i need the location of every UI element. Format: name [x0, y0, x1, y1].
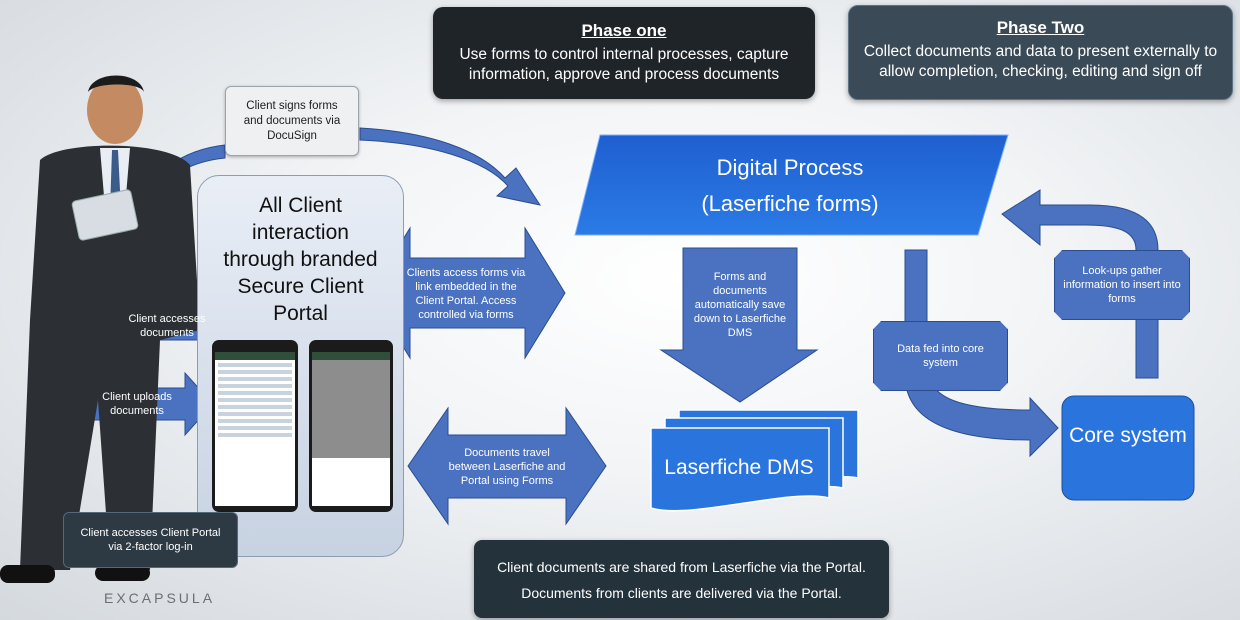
phase-two-text: Collect documents and data to present ex…: [863, 43, 1218, 80]
portal-title: All Client interaction through branded S…: [223, 194, 378, 325]
client-accesses-docs-label: Client accesses documents: [128, 313, 206, 339]
dms-doc-front: [650, 427, 830, 512]
dms-label: Laserfiche DMS: [664, 456, 814, 479]
docusign-note-text: Client signs forms and documents via Doc…: [243, 99, 341, 142]
forms-save-label: Forms and documents automatically save d…: [693, 271, 787, 339]
docs-travel-arrow: [407, 406, 607, 526]
lookups-box: Look-ups gather information to insert in…: [1054, 250, 1190, 320]
data-fed-box: Data fed into core system: [873, 321, 1008, 391]
digital-process-line1: Digital Process: [716, 155, 864, 180]
bottom-note-line1: Client documents are shared from Laserfi…: [497, 559, 866, 575]
businessman-image: [0, 75, 200, 583]
core-system-label: Core system: [1069, 424, 1187, 447]
forms-access-arrow: [369, 226, 566, 360]
login-note-text: Client accesses Client Portal via 2-fact…: [80, 527, 221, 553]
bottom-note-box: Client documents are shared from Laserfi…: [474, 540, 889, 618]
phone-screenshot-right: [309, 340, 393, 512]
phone-screenshot-left: [212, 340, 298, 512]
forms-access-label: Clients access forms via link embedded i…: [406, 267, 526, 321]
lookups-arrow: [1001, 189, 1159, 379]
docusign-note: Client signs forms and documents via Doc…: [225, 86, 359, 156]
docs-travel-label: Documents travel between Laserfiche and …: [448, 447, 566, 487]
core-system-box: [1061, 395, 1195, 501]
bottom-note-line2: Documents from clients are delivered via…: [521, 585, 842, 601]
digital-process-line2: (Laserfiche forms): [701, 191, 879, 216]
docusign-right-arrow: [359, 127, 542, 206]
phase-one-text: Use forms to control internal processes,…: [459, 46, 789, 83]
phase-one-title: Phase one: [581, 21, 667, 40]
brand-logo: EXCAPSULA: [104, 590, 216, 606]
phase-two-box: Phase Two Collect documents and data to …: [848, 5, 1233, 100]
digital-process-shape: [574, 134, 1009, 236]
digital-process-text: Digital Process (Laserfiche forms): [620, 150, 960, 222]
lookups-label: Look-ups gather information to insert in…: [1063, 265, 1181, 305]
forms-save-arrow: [659, 247, 819, 403]
client-uploads-docs-label: Client uploads documents: [102, 391, 172, 417]
data-fed-label: Data fed into core system: [897, 343, 984, 369]
phase-one-box: Phase one Use forms to control internal …: [433, 7, 815, 99]
login-note-box: Client accesses Client Portal via 2-fact…: [63, 512, 238, 568]
phase-two-title: Phase Two: [996, 18, 1085, 37]
